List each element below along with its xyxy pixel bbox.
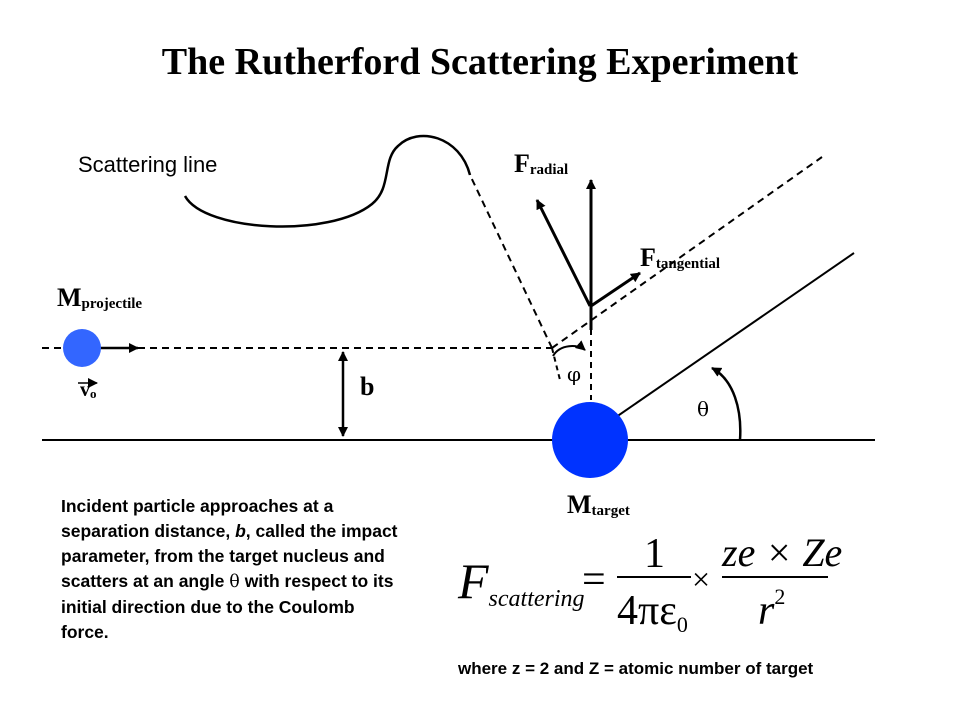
formula-lhs: Fscattering (457, 553, 585, 612)
f-radial-label: Fradial (514, 149, 568, 178)
impact-parameter-label: b (360, 372, 374, 401)
scattering-line-dashed (469, 174, 553, 349)
m-projectile-label: Mprojectile (57, 283, 142, 312)
formula-frac2-numerator: ze × Ze (721, 530, 842, 575)
slide-title: The Rutherford Scattering Experiment (161, 41, 799, 83)
phi-lead-dashed (551, 347, 561, 381)
f-tangential-arrow (590, 271, 641, 308)
formula-where-note: where z = 2 and Z = atomic number of tar… (458, 659, 814, 678)
phi-angle-arc (552, 340, 586, 357)
scattering-line-label: Scattering line (78, 152, 217, 177)
scattering-line-callout-curve (183, 134, 472, 228)
formula-equals: = (582, 557, 606, 603)
caption-theta: θ (229, 572, 240, 592)
target-nucleus (552, 402, 628, 478)
theta-label: θ (697, 397, 709, 421)
f-radial-component-arrow (535, 199, 592, 307)
formula-times: × (692, 561, 710, 597)
phi-label: φ (567, 362, 581, 386)
theta-angle-arc (711, 366, 742, 441)
velocity-label: vo (80, 379, 97, 401)
projectile-particle (63, 329, 101, 367)
scattering-force-formula: Fscattering = 1 4πε0 × ze × Ze r2 (457, 530, 842, 637)
f-tangential-label: Ftangential (640, 243, 720, 272)
diagram-caption: Incident particle approaches at a separa… (61, 496, 398, 642)
formula-frac1-denominator: 4πε0 (617, 588, 688, 637)
m-target-label: Mtarget (567, 490, 630, 519)
caption-b: b (235, 521, 246, 541)
formula-frac1-numerator: 1 (644, 531, 665, 577)
outgoing-path-solid (605, 252, 855, 425)
formula-frac2-denominator: r2 (758, 584, 785, 634)
